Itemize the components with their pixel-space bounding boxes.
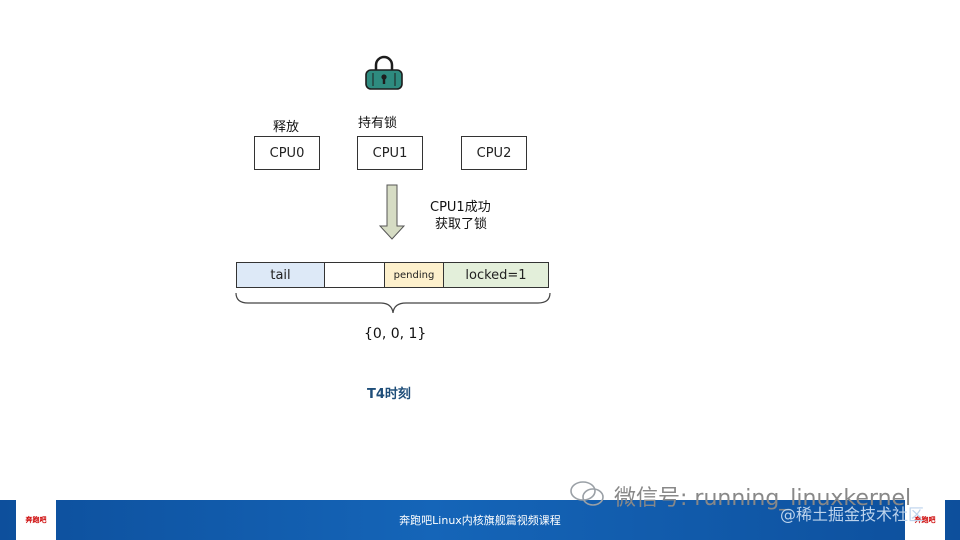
- cpu2-box: CPU2: [461, 136, 527, 170]
- time-label: T4时刻: [367, 387, 411, 402]
- transition-label-line1: CPU1成功: [430, 200, 491, 215]
- curly-brace: [234, 291, 552, 315]
- footer-logo-right: 奔跑吧: [905, 500, 945, 540]
- down-arrow-icon: [378, 184, 406, 240]
- padlock-icon: [363, 55, 405, 91]
- pending-segment: pending: [384, 262, 444, 288]
- cpu1-box: CPU1: [357, 136, 423, 170]
- juejin-watermark: @稀土掘金技术社区: [780, 505, 925, 524]
- release-label: 释放: [273, 120, 300, 135]
- transition-label-line2: 获取了锁: [435, 217, 488, 232]
- footer-bar: [0, 500, 960, 540]
- empty-segment: [324, 262, 385, 288]
- footer-logo-left: 奔跑吧: [16, 500, 56, 540]
- wechat-icon: [569, 479, 607, 509]
- wechat-watermark: 微信号: running_linuxkernel: [614, 486, 912, 511]
- tail-segment: tail: [236, 262, 325, 288]
- cpu0-box: CPU0: [254, 136, 320, 170]
- footer-title: 奔跑吧Linux内核旗舰篇视频课程: [399, 514, 561, 527]
- locked-segment: locked=1: [443, 262, 549, 288]
- hold-lock-label: 持有锁: [358, 116, 398, 131]
- brace-value: {0, 0, 1}: [364, 326, 427, 342]
